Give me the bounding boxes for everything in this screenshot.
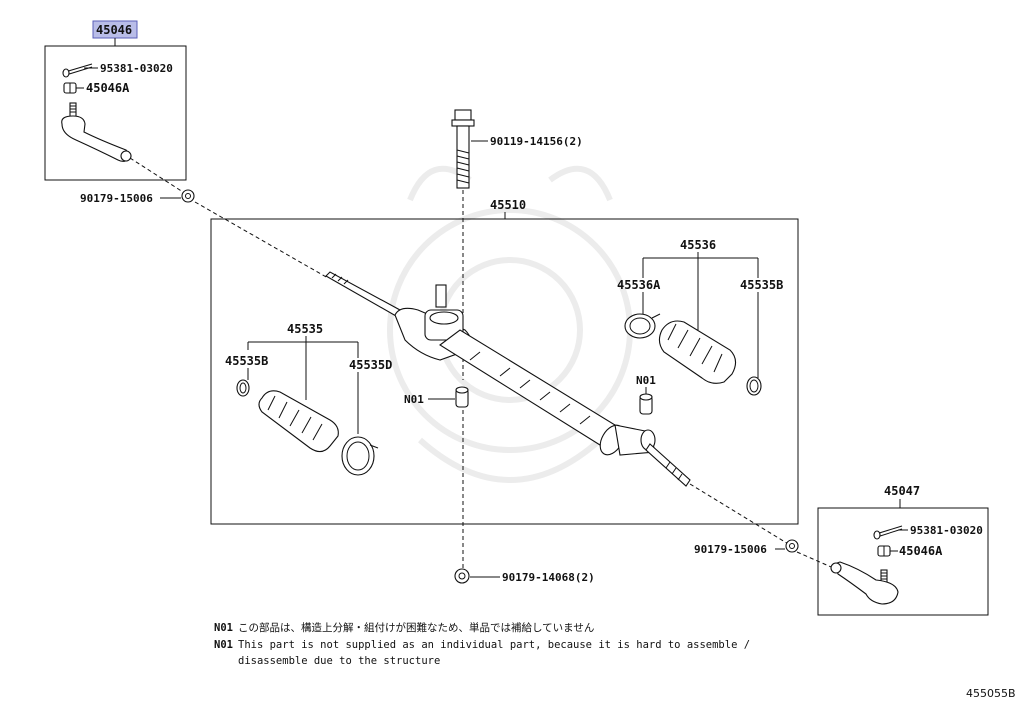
callout-45046: 45046 — [96, 23, 132, 37]
callout-90119-14156: 90119-14156(2) — [490, 135, 583, 148]
bottom-nut-icon — [454, 568, 470, 584]
callout-45536: 45536 — [680, 238, 716, 252]
cotter-pin-right-icon — [873, 525, 903, 540]
note-n01-jp: この部品は、構造上分解・組付けが困難なため、単品では補給していません — [238, 621, 594, 634]
callout-n01-left: N01 — [404, 393, 424, 406]
steering-rack-icon — [325, 271, 691, 487]
callout-45535B-right: 45535B — [740, 278, 783, 292]
note-n01-en-line2: disassemble due to the structure — [238, 655, 440, 667]
note-n01-en-line1: This part is not supplied as an individu… — [238, 639, 750, 651]
bushing-left-icon — [455, 386, 469, 408]
callout-45046A-right: 45046A — [899, 544, 943, 558]
figure-reference: 455055B — [966, 687, 1016, 700]
castle-nut-right-icon — [877, 545, 891, 557]
callout-45535B-left: 45535B — [225, 354, 268, 368]
note-n01-en-tag: N01 — [214, 639, 233, 651]
clamp-left-large-icon — [341, 436, 379, 476]
callout-45535D: 45535D — [349, 358, 392, 372]
callout-95381-03020-right: 95381-03020 — [910, 524, 983, 537]
tie-rod-end-left-icon — [61, 102, 132, 162]
lock-nut-left-icon — [181, 189, 195, 203]
note-n01-jp-tag: N01 — [214, 622, 233, 634]
castle-nut-left-icon — [63, 82, 77, 94]
boot-right-icon — [658, 320, 737, 384]
dashed-leader-left — [129, 157, 329, 279]
boot-left-icon — [258, 390, 339, 453]
tie-end-right-box — [817, 507, 989, 616]
callout-90179-15006-left: 90179-15006 — [80, 192, 153, 205]
clamp-left-small-icon — [236, 379, 250, 397]
bushing-right-icon — [639, 393, 653, 415]
lock-nut-right-icon — [785, 539, 799, 553]
clamp-right-small-icon — [746, 376, 762, 396]
rack-assembly-box — [210, 218, 799, 525]
callout-45535: 45535 — [287, 322, 323, 336]
callout-n01-right: N01 — [636, 374, 656, 387]
bolt-icon — [451, 109, 475, 189]
clamp-right-large-icon — [624, 313, 661, 339]
callout-90179-15006-right: 90179-15006 — [694, 543, 767, 556]
highlighted-callout[interactable]: 45046 — [92, 20, 138, 39]
callout-45046A-left: 45046A — [86, 81, 130, 95]
callout-90179-14068: 90179-14068(2) — [502, 571, 595, 584]
cotter-pin-left-icon — [62, 63, 93, 78]
callout-45510: 45510 — [490, 198, 526, 212]
dashed-leader-right — [689, 483, 839, 571]
callout-45047: 45047 — [884, 484, 920, 498]
tie-rod-end-right-icon — [830, 561, 899, 605]
callout-45536A: 45536A — [617, 278, 661, 292]
callout-95381-03020-left: 95381-03020 — [100, 62, 173, 75]
